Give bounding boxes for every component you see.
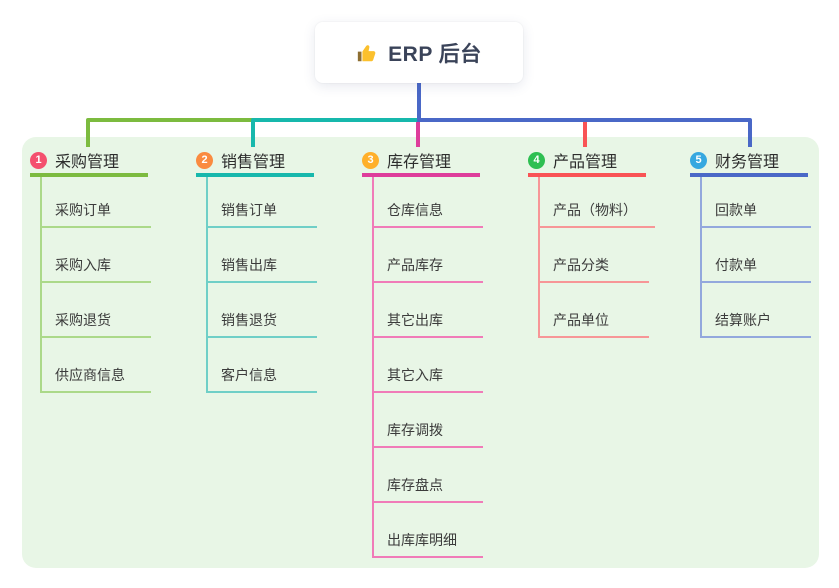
root-node[interactable]: ERP 后台 [315,22,523,83]
child-node[interactable]: 销售出库 [206,255,317,283]
branch-children-line [40,177,42,393]
child-node[interactable]: 回款单 [700,200,811,228]
child-node[interactable]: 采购退货 [40,310,151,338]
child-node[interactable]: 产品单位 [538,310,649,338]
branch-header[interactable]: 1 采购管理 [30,147,148,177]
branch: 3 库存管理 仓库信息产品库存其它出库其它入库库存调拨库存盘点出库库明细 [362,147,532,558]
branch-header[interactable]: 5 财务管理 [690,147,808,177]
branch-number-badge: 5 [690,151,707,169]
branch-title: 产品管理 [553,154,618,171]
branches-panel [22,137,819,568]
branch-number-badge: 4 [528,151,545,169]
branch: 5 财务管理 回款单付款单结算账户 [690,147,839,338]
branch-header[interactable]: 2 销售管理 [196,147,314,177]
child-node[interactable]: 仓库信息 [372,200,483,228]
branch: 4 产品管理 产品（物料） 产品分类产品单位 [528,147,698,338]
branch-children-line [700,177,702,338]
child-node[interactable]: 产品库存 [372,255,483,283]
child-node[interactable]: 产品（物料） [538,200,655,228]
branch-number-badge: 1 [30,151,47,169]
child-node[interactable]: 库存盘点 [372,475,483,503]
branch-header[interactable]: 3 库存管理 [362,147,480,177]
child-node[interactable]: 结算账户 [700,310,811,338]
child-node[interactable]: 销售退货 [206,310,317,338]
child-node[interactable]: 其它入库 [372,365,483,393]
child-node[interactable]: 采购入库 [40,255,151,283]
branch-number-badge: 2 [196,151,213,169]
branch-title: 采购管理 [55,154,120,171]
child-node[interactable]: 销售订单 [206,200,317,228]
thumbs-up-icon [356,42,378,64]
branch-children-line [538,177,540,338]
branch-title: 销售管理 [221,154,286,171]
branch-header[interactable]: 4 产品管理 [528,147,646,177]
branch-children-line [372,177,374,558]
child-node[interactable]: 付款单 [700,255,811,283]
child-node[interactable]: 客户信息 [206,365,317,393]
child-node[interactable]: 出库库明细 [372,530,483,558]
branch-children-line [206,177,208,393]
branch-number-badge: 3 [362,151,379,169]
branch-title: 财务管理 [715,154,780,171]
child-node[interactable]: 采购订单 [40,200,151,228]
branch: 1 采购管理 采购订单采购入库采购退货供应商信息 [30,147,200,393]
root-title: ERP 后台 [388,42,482,66]
branch-title: 库存管理 [387,154,452,171]
child-node[interactable]: 其它出库 [372,310,483,338]
child-node[interactable]: 供应商信息 [40,365,151,393]
child-node[interactable]: 库存调拨 [372,420,483,448]
child-node[interactable]: 产品分类 [538,255,649,283]
branch: 2 销售管理 销售订单销售出库销售退货客户信息 [196,147,366,393]
